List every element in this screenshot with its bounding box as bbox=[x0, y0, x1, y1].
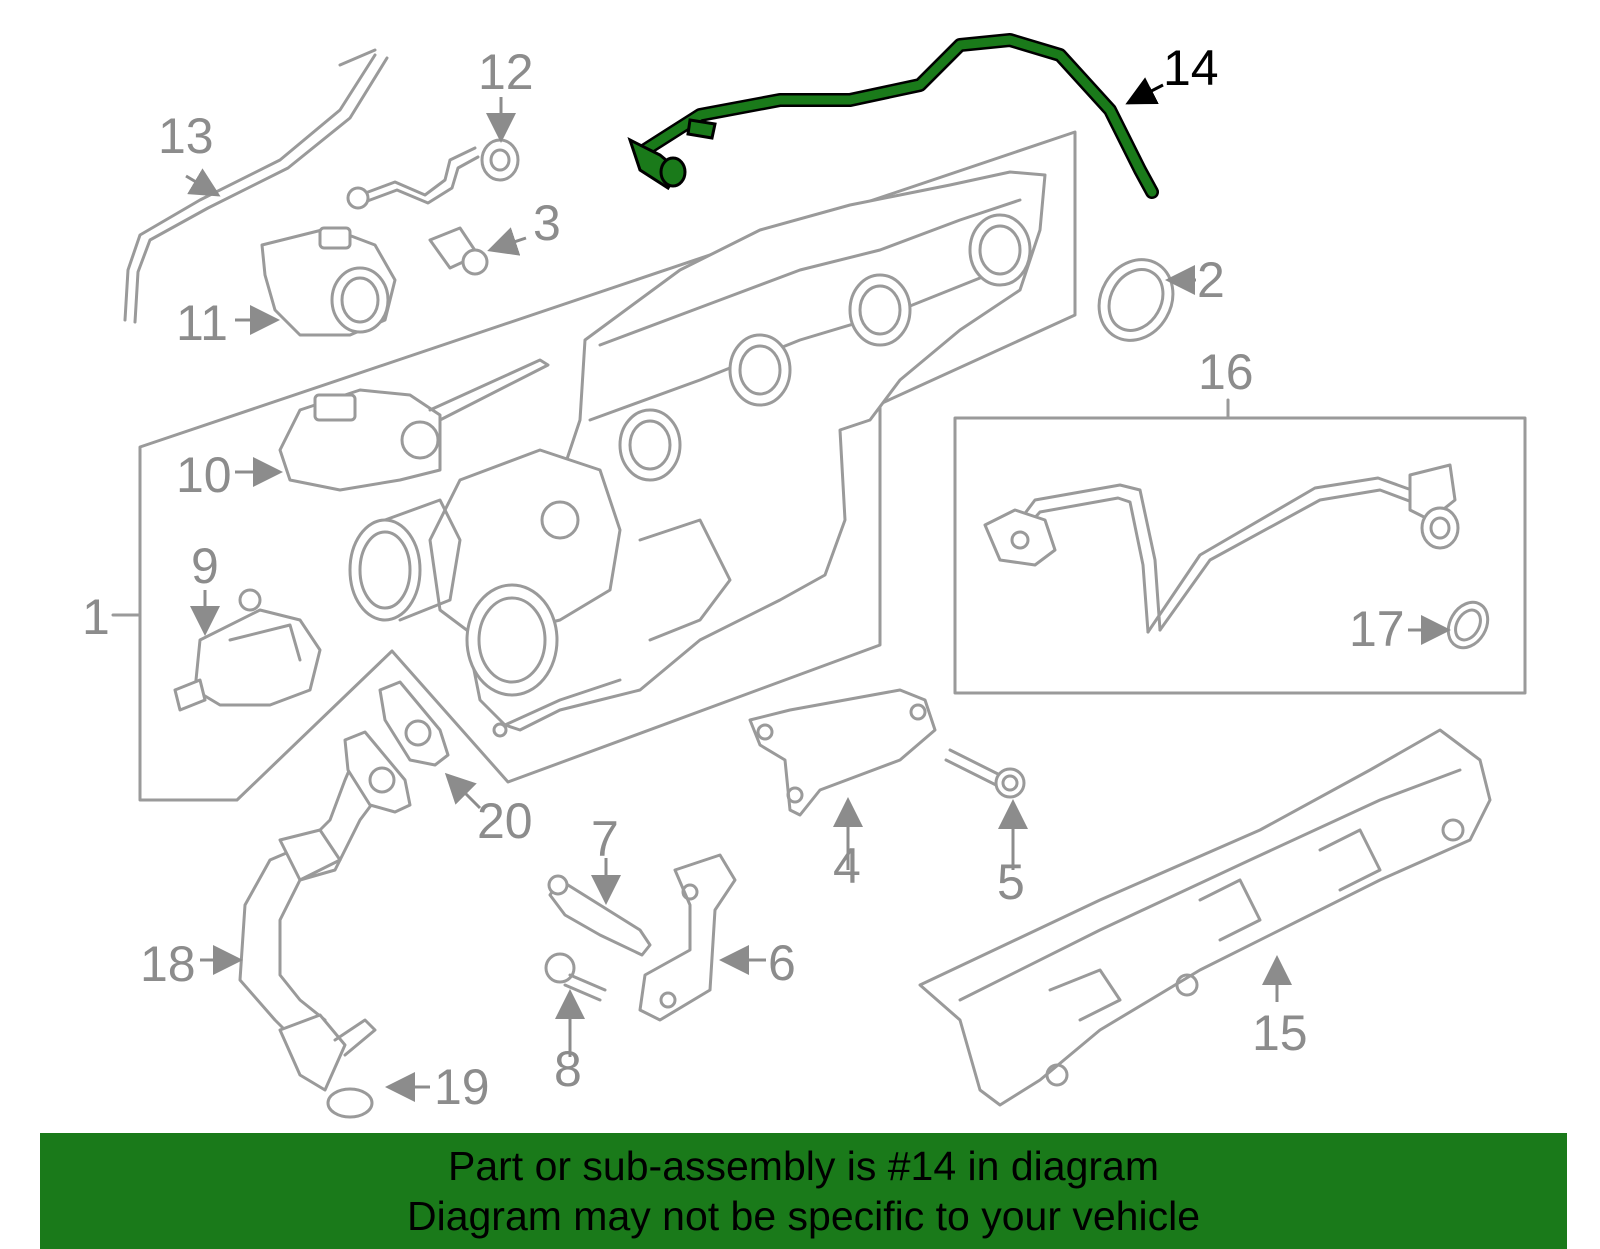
callout-10: 10 bbox=[176, 447, 232, 503]
part-18-pipe bbox=[238, 743, 392, 1092]
callout-1: 1 bbox=[82, 589, 110, 645]
part-16-panel bbox=[953, 416, 1527, 695]
callout-4: 4 bbox=[833, 838, 861, 894]
part-9-valve bbox=[173, 588, 322, 712]
callout-18: 18 bbox=[140, 936, 196, 992]
part-7-stud bbox=[547, 874, 652, 957]
callout-3: 3 bbox=[533, 195, 561, 251]
part-6-bracket bbox=[638, 853, 737, 1022]
part-10-actuator bbox=[278, 358, 550, 492]
banner-line-2: Diagram may not be specific to your vehi… bbox=[406, 1193, 1200, 1239]
part-13-hose bbox=[123, 48, 389, 324]
callout-2: 2 bbox=[1197, 252, 1225, 308]
callout-16: 16 bbox=[1198, 344, 1254, 400]
callout-6: 6 bbox=[768, 935, 796, 991]
part-2-gasket bbox=[1097, 258, 1175, 342]
part-15-heat-shield bbox=[918, 728, 1492, 1107]
assembly-1-outline bbox=[138, 130, 1077, 802]
part-5-bolt bbox=[944, 748, 1026, 799]
part-16-oil-line bbox=[983, 463, 1460, 634]
info-banner: Part or sub-assembly is #14 in diagram D… bbox=[40, 1133, 1567, 1249]
part-3-plug bbox=[428, 226, 489, 276]
callout-7: 7 bbox=[591, 811, 619, 867]
callout-15: 15 bbox=[1252, 1005, 1308, 1061]
callout-11: 11 bbox=[176, 295, 228, 351]
callout-13: 13 bbox=[158, 108, 214, 164]
part-11-valve bbox=[260, 226, 397, 337]
callout-17: 17 bbox=[1349, 601, 1405, 657]
callout-19: 19 bbox=[434, 1059, 490, 1115]
callout-12: 12 bbox=[478, 44, 534, 100]
part-12-fitting bbox=[346, 138, 520, 210]
callout-9: 9 bbox=[191, 538, 219, 594]
part-14-hose-highlighted bbox=[627, 33, 1159, 199]
part-4-bracket bbox=[748, 688, 937, 817]
part-20-gasket bbox=[343, 680, 450, 814]
callout-8: 8 bbox=[554, 1041, 582, 1097]
callout-20: 20 bbox=[477, 793, 533, 849]
callout-5: 5 bbox=[997, 854, 1025, 910]
part-17-o-ring bbox=[1446, 600, 1490, 650]
banner-line-1: Part or sub-assembly is #14 in diagram bbox=[448, 1143, 1159, 1189]
part-19-o-ring bbox=[326, 1087, 374, 1119]
turbocharger-assembly bbox=[348, 170, 1047, 738]
callout-14: 14 bbox=[1163, 40, 1219, 96]
part-8-bolt bbox=[544, 952, 607, 1002]
